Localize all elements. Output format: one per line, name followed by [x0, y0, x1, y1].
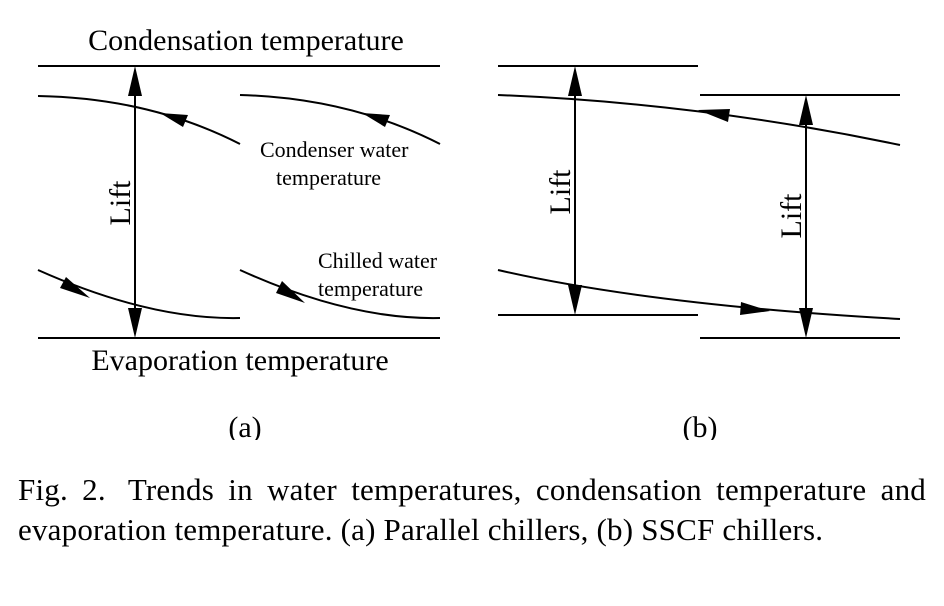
arrow-head-chilled-left	[60, 277, 90, 298]
arrow-head-chilled-b	[740, 302, 770, 315]
lift-arrow-a-top-head	[128, 66, 142, 96]
panel-a-sublabel: (a)	[228, 411, 261, 440]
lift-arrow-b1-bottom-head	[568, 285, 582, 315]
arrow-head-condenser-left	[160, 113, 188, 127]
condenser-water-curve-b	[497, 94, 901, 146]
arrow-head-condenser-right	[362, 113, 390, 127]
figure-diagram: Condensation temperature Condenser water…	[37, 24, 901, 440]
lift-label-b1: Lift	[544, 169, 577, 215]
evaporation-temperature-label: Evaporation temperature	[91, 344, 388, 377]
condenser-water-label-line2: temperature	[276, 165, 381, 190]
panel-a: Condensation temperature Condenser water…	[37, 24, 441, 440]
chilled-water-label-line1: Chilled water	[318, 248, 438, 273]
arrow-head-chilled-right	[276, 281, 305, 303]
lift-arrow-b2-bottom-head	[799, 308, 813, 338]
arrow-head-condenser-b	[698, 109, 730, 122]
condensation-temperature-label: Condensation temperature	[88, 24, 404, 57]
chilled-water-curve-right	[239, 269, 441, 320]
figure-number: Fig. 2.	[18, 472, 106, 507]
lift-label-a: Lift	[104, 180, 137, 226]
condenser-water-curve-left	[37, 95, 241, 145]
chilled-water-curve-b	[497, 269, 901, 320]
condenser-water-curve-right	[239, 94, 441, 145]
lift-label-b2: Lift	[775, 193, 808, 239]
caption-text: Trends in water temperatures, condensati…	[18, 472, 926, 547]
chilled-water-label-line2: temperature	[318, 276, 423, 301]
condenser-water-label-line1: Condenser water	[260, 137, 409, 162]
lift-arrow-b2-top-head	[799, 95, 813, 125]
lift-arrow-a-bottom-head	[128, 308, 142, 338]
panel-b: Lift Lift (b)	[497, 65, 901, 440]
figure-caption: Fig. 2.Trends in water temperatures, con…	[18, 470, 926, 550]
panel-b-sublabel: (b)	[683, 411, 718, 440]
lift-arrow-b1-top-head	[568, 66, 582, 96]
